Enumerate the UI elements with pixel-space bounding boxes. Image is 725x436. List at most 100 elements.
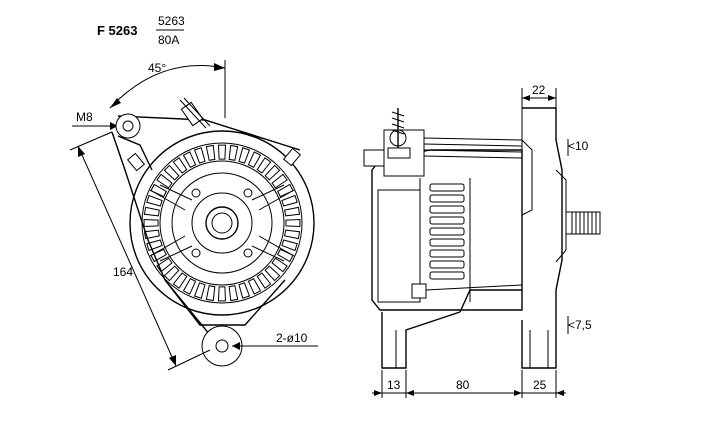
vent-slot <box>156 257 173 273</box>
angle-label: 45° <box>148 61 166 75</box>
extension-line <box>69 131 113 151</box>
dim-right-label: 25 <box>533 378 547 392</box>
housing-outer <box>129 130 315 316</box>
vent-slot <box>205 285 216 302</box>
vent-slot <box>172 157 188 174</box>
angle-bottom-label: <7,5 <box>568 318 592 332</box>
vent-slot <box>281 194 298 207</box>
vent-slot <box>271 257 288 273</box>
arrow-head <box>374 390 382 396</box>
ref-denominator: 80A <box>158 33 179 47</box>
vent-slot <box>285 218 301 228</box>
vent-slot <box>193 147 206 164</box>
arrow-head <box>110 122 118 130</box>
length-dimension-line <box>77 145 177 367</box>
arrow-head <box>110 98 121 108</box>
hole-label: 2-ø10 <box>276 331 308 345</box>
ventilation-slots <box>143 144 301 302</box>
arrow-head <box>232 342 240 350</box>
hub-ring <box>191 192 253 254</box>
bracket-detail <box>521 139 533 216</box>
vent-slot <box>156 173 173 189</box>
vent-slot <box>271 173 288 189</box>
angle-top-label: <10 <box>568 139 589 153</box>
rotor-ring <box>171 172 273 274</box>
cooling-fin <box>429 238 465 247</box>
front-view: 45° M8 <box>69 60 318 371</box>
extension-line <box>167 349 211 371</box>
shaft-outer <box>205 206 239 240</box>
cooling-fin <box>429 227 465 236</box>
vent-slot <box>163 265 180 282</box>
model-code: F 5263 <box>97 23 137 38</box>
bottom-bracket <box>164 279 286 326</box>
dim-middle-label: 80 <box>456 378 470 392</box>
vent-slot <box>182 277 197 295</box>
vent-slot <box>247 277 262 295</box>
vent-slot <box>217 144 227 160</box>
dim-left-label: 13 <box>387 378 401 392</box>
vent-slot <box>163 164 180 181</box>
vent-slot <box>247 151 262 169</box>
cross-ribs <box>149 184 295 262</box>
foot-brace <box>459 289 522 313</box>
vent-slot <box>146 239 163 252</box>
cooling-fin <box>429 260 465 269</box>
angle-dimension-arc <box>109 65 226 109</box>
side-lug-left <box>126 152 146 172</box>
terminal-bolt <box>179 97 211 129</box>
arrow-head <box>214 63 225 71</box>
front-foot-detail <box>529 330 549 368</box>
cooling-fin <box>429 216 465 225</box>
mounting-arm-upper <box>117 115 301 151</box>
vent-slot <box>238 282 251 299</box>
through-bolt <box>425 284 523 291</box>
arrow-head <box>169 355 176 366</box>
side-view: 22 <10 <7,5 <box>363 83 601 398</box>
vent-slot <box>256 272 272 289</box>
arrow-head <box>556 390 564 396</box>
shaft-inner <box>211 212 233 234</box>
vent-slot <box>238 147 251 164</box>
mounting-arm-lower <box>117 135 153 171</box>
rear-foot <box>381 311 461 369</box>
vent-slot <box>228 285 239 302</box>
shaft-pulley <box>565 211 601 235</box>
bracket-hub <box>555 169 567 263</box>
vent-slot <box>217 286 227 302</box>
cooling-fin <box>429 183 465 192</box>
arrow-head <box>406 390 414 396</box>
length-label: 164 <box>113 265 133 279</box>
ref-numerator: 5263 <box>158 14 185 28</box>
title-block: F 5263 5263 80A <box>97 14 185 47</box>
cooling-fin <box>429 205 465 214</box>
vent-slot <box>146 194 163 207</box>
vent-slot <box>264 265 281 282</box>
vent-slot <box>284 229 301 240</box>
vent-slot <box>182 151 197 169</box>
wiring-bundle <box>423 137 523 159</box>
arrow-head <box>522 95 530 101</box>
top-eye-hole <box>122 120 134 132</box>
cooling-fin <box>429 249 465 258</box>
arrow-head <box>514 390 522 396</box>
vent-slot <box>143 206 160 217</box>
vent-slot <box>205 144 216 161</box>
vent-slot <box>256 157 272 174</box>
housing-inner <box>141 142 303 304</box>
vent-slot <box>264 164 281 181</box>
vent-slot <box>172 272 188 289</box>
drive-end-bracket <box>521 107 563 369</box>
vent-slot <box>143 218 159 228</box>
vent-slot <box>143 229 160 240</box>
cooling-fins <box>429 183 465 280</box>
vent-slot <box>284 206 301 217</box>
thread-label: M8 <box>76 110 93 124</box>
vent-slot <box>228 144 239 161</box>
stator-body <box>371 149 523 311</box>
arrow-head <box>548 95 556 101</box>
vent-slot <box>193 282 206 299</box>
arrow-head <box>78 146 85 157</box>
top-terminal <box>363 108 425 177</box>
